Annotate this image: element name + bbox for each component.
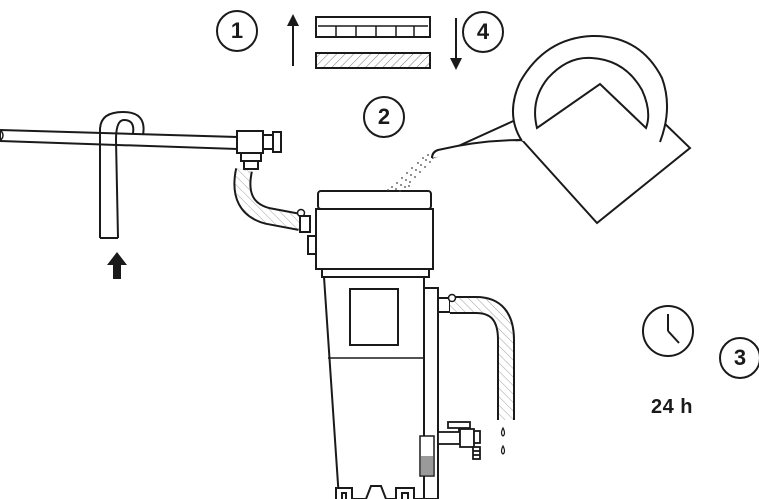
drain-fitting (437, 297, 451, 313)
inlet-hook (99, 110, 145, 239)
step-4-badge: 4 (462, 11, 504, 53)
top-tank (315, 190, 434, 278)
hose-clamp (447, 293, 457, 303)
water-drop-icon (500, 426, 506, 455)
clock-icon (642, 305, 694, 357)
step-2-badge: 2 (363, 96, 405, 138)
arrow-up-icon (287, 14, 299, 66)
housing-base (335, 485, 415, 499)
step-1-badge: 1 (216, 10, 258, 52)
feed-hose (233, 168, 302, 231)
arrow-down-icon (450, 18, 462, 70)
drain-hose (450, 296, 515, 420)
filter-housing (322, 276, 439, 499)
water-stream (387, 154, 431, 192)
tee-fitting (236, 130, 282, 170)
step-3-badge: 3 (719, 337, 759, 379)
drain-tap (437, 421, 481, 460)
duration-label: 24 h (651, 396, 694, 418)
level-indicator (419, 435, 435, 477)
watering-can-icon (431, 34, 692, 225)
filter-pad (315, 52, 431, 69)
tank-inlet-fitting (299, 215, 318, 255)
inlet-arrow-icon (107, 252, 127, 279)
supply-pipe (0, 128, 238, 151)
filter-cartridge-top (315, 16, 431, 38)
